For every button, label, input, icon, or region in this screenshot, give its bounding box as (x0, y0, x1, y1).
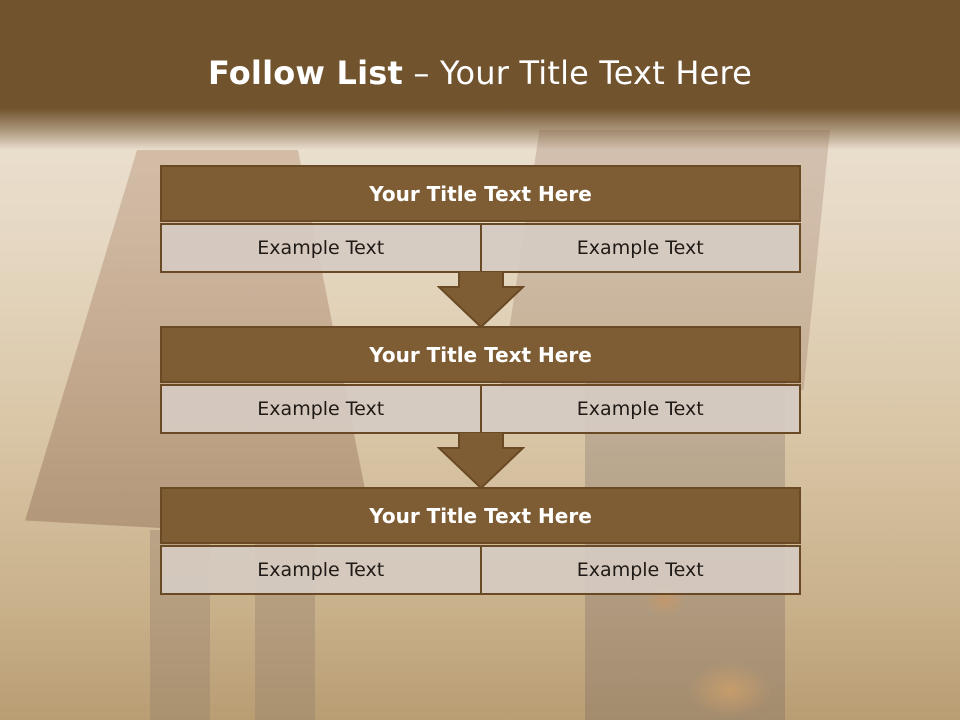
page-title: Follow List – Your Title Text Here (0, 54, 960, 92)
block-row: Example Text Example Text (160, 223, 801, 273)
block-cell-right: Example Text (481, 384, 801, 434)
down-arrow-icon (437, 271, 525, 329)
block-title: Your Title Text Here (160, 165, 801, 222)
list-block-3: Your Title Text Here Example Text Exampl… (160, 487, 801, 595)
page-title-bold: Follow List (207, 54, 404, 92)
block-title: Your Title Text Here (160, 326, 801, 383)
block-row: Example Text Example Text (160, 545, 801, 595)
header-band (0, 0, 960, 150)
block-cell-right: Example Text (481, 223, 801, 273)
block-cell-left: Example Text (160, 545, 482, 595)
block-cell-left: Example Text (160, 223, 482, 273)
block-cell-left: Example Text (160, 384, 482, 434)
page-title-rest: – Your Title Text Here (413, 54, 753, 92)
block-row: Example Text Example Text (160, 384, 801, 434)
block-title: Your Title Text Here (160, 487, 801, 544)
block-cell-right: Example Text (481, 545, 801, 595)
down-arrow-icon (437, 432, 525, 490)
list-block-1: Your Title Text Here Example Text Exampl… (160, 165, 801, 273)
list-block-2: Your Title Text Here Example Text Exampl… (160, 326, 801, 434)
